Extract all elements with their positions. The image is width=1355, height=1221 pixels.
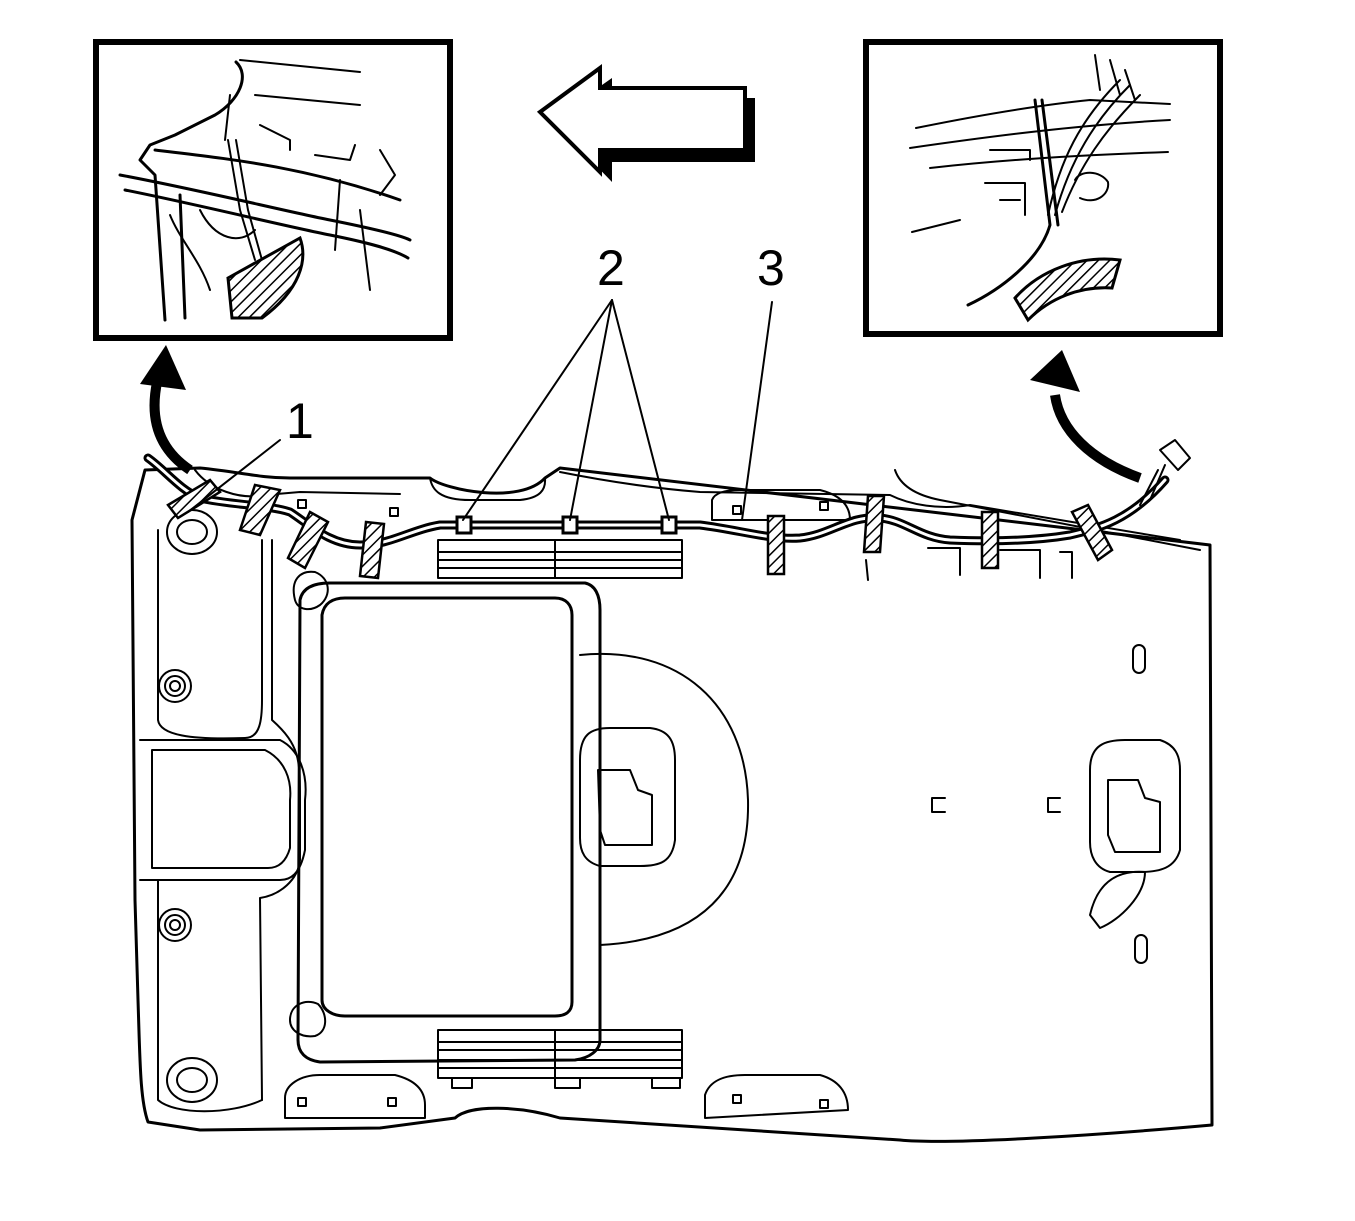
left-inset-drawing	[118, 59, 412, 322]
callout-1-label: 1	[286, 393, 314, 449]
right-curved-arrow	[1030, 350, 1142, 483]
callout-3-label: 3	[757, 240, 785, 296]
right-detail-inset	[863, 39, 1223, 337]
callout-1: 1	[187, 393, 314, 513]
right-inset-drawing	[909, 54, 1171, 323]
callout-2: 2	[462, 240, 670, 521]
left-curved-arrow	[140, 345, 193, 475]
headliner-panel	[130, 466, 1214, 1143]
left-detail-inset	[93, 39, 453, 341]
direction-arrow-left	[536, 64, 755, 182]
harness-clips	[455, 515, 678, 535]
callout-3: 3	[741, 240, 785, 521]
callout-2-label: 2	[597, 240, 625, 296]
harness-tapes	[166, 478, 1114, 580]
